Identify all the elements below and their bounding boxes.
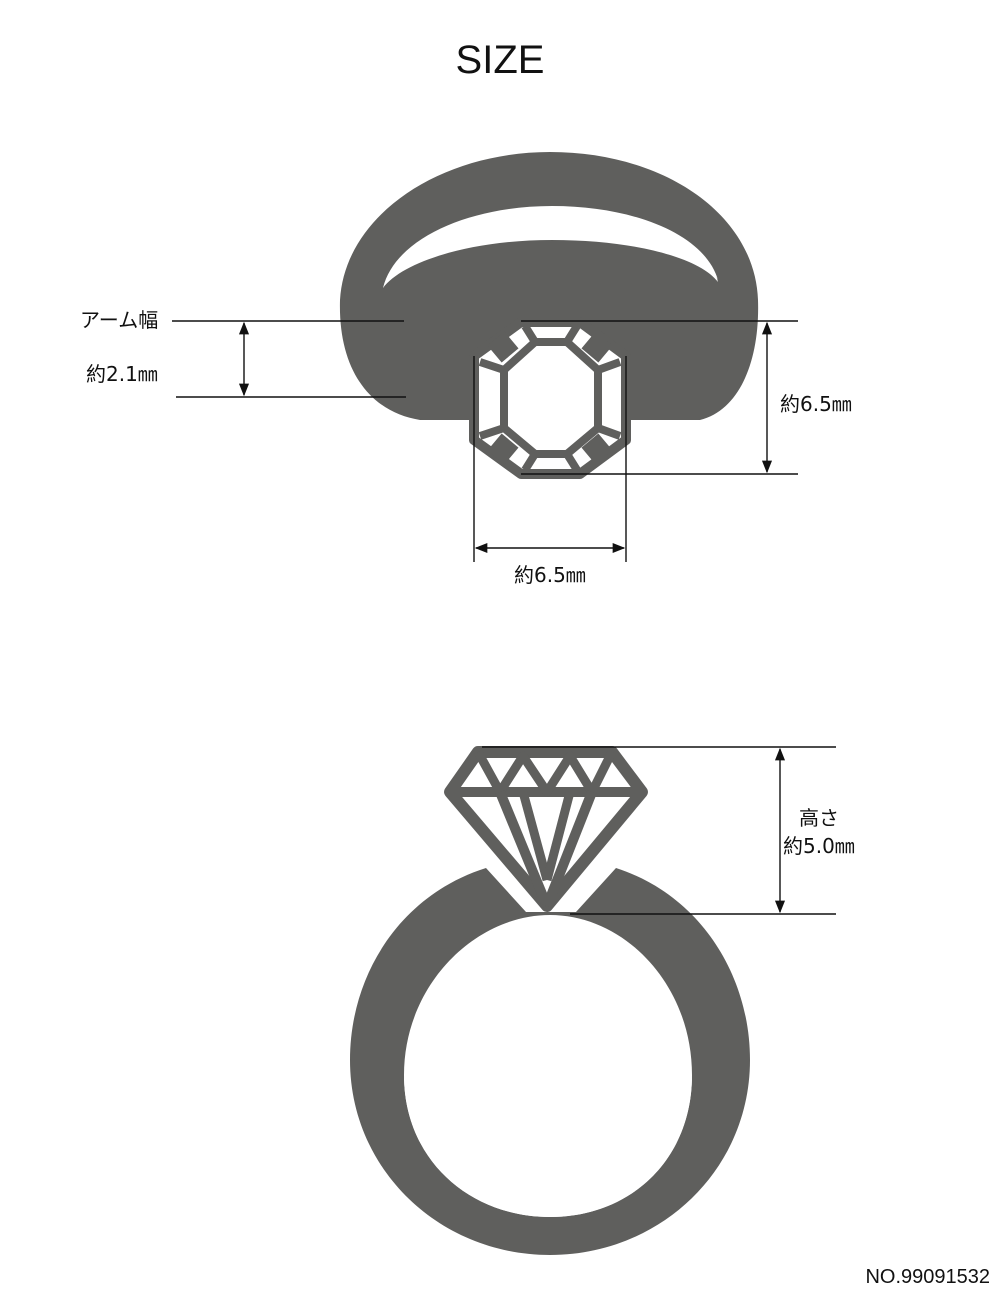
- stone-height-value: 約6.5㎜: [780, 392, 852, 416]
- top-stone-setting: [469, 317, 631, 479]
- top-ring-inner-gap: [383, 208, 718, 288]
- arm-width-value: 約2.1㎜: [86, 362, 158, 386]
- stone-width-value: 約6.5㎜: [514, 563, 586, 587]
- height-label: 高さ: [799, 806, 839, 830]
- side-diamond: [444, 746, 648, 912]
- arm-width-label: アーム幅: [80, 308, 159, 332]
- top-view-ring: [339, 152, 759, 479]
- side-view-ring: [350, 746, 750, 1255]
- height-value: 約5.0㎜: [783, 834, 855, 858]
- side-view-dimensions: [482, 746, 836, 915]
- top-ring-band: [339, 152, 759, 420]
- serial-number: NO.99091532: [865, 1266, 990, 1288]
- top-view-dimensions: [172, 320, 798, 562]
- page-title: SIZE: [455, 38, 545, 82]
- side-ring-inner-edge: [404, 1075, 692, 1217]
